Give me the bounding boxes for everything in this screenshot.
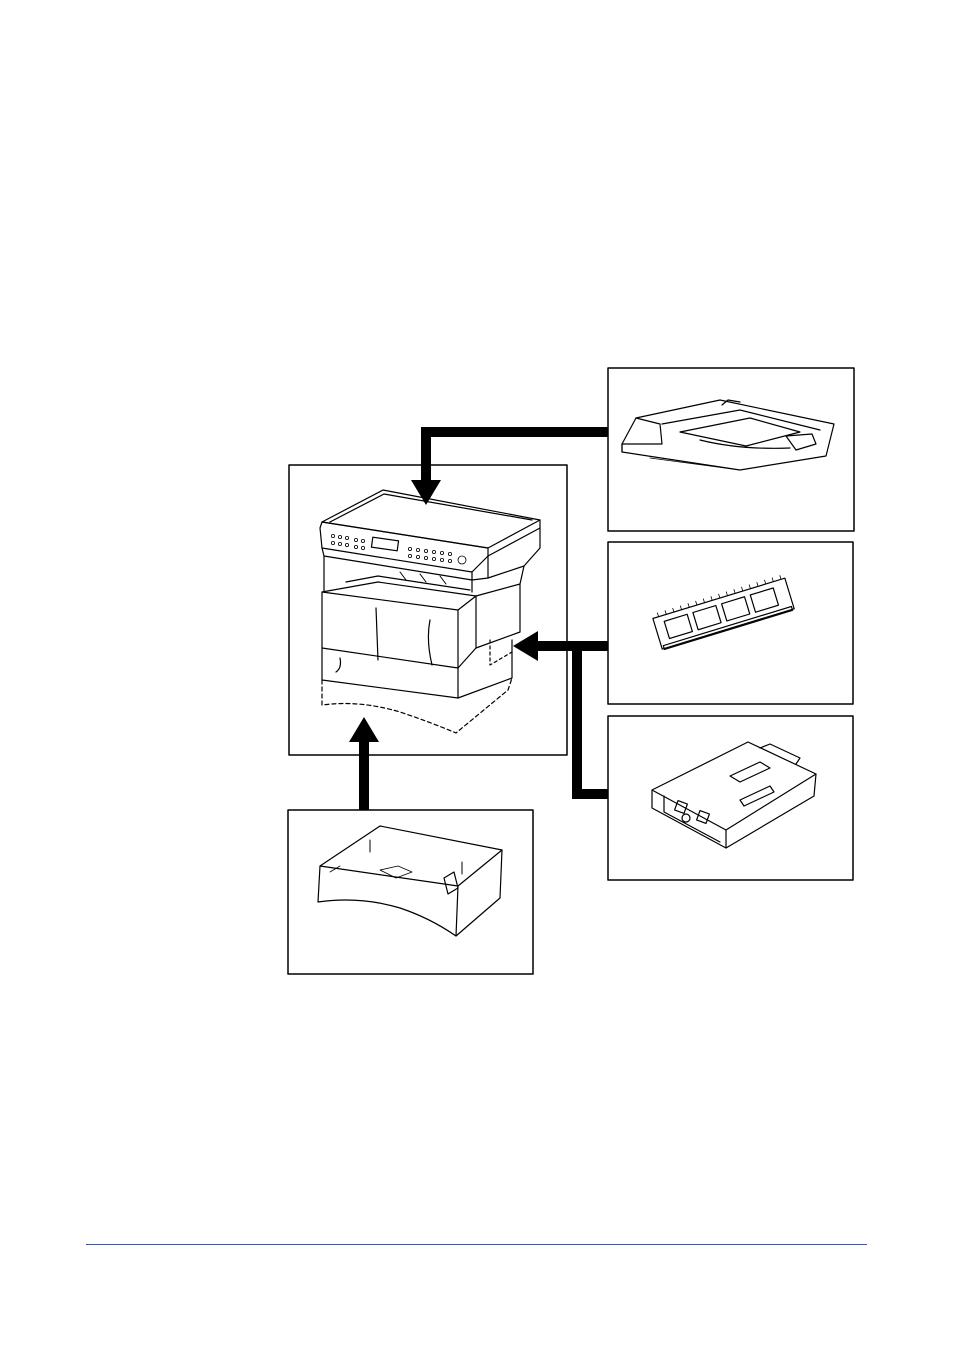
document-processor-icon [621,399,835,471]
arrow-paper-feeder [349,717,379,810]
paper-feeder-icon [317,825,503,937]
multifunction-copier-icon [319,489,541,734]
network-card-frame [607,715,854,881]
main-unit-frame [288,464,568,756]
arrow-document-processor [411,427,608,505]
document-processor-frame [607,367,855,532]
connector-arrows [349,427,608,810]
memory-module-frame [607,541,854,705]
arrow-network-card [572,646,608,799]
paper-feeder-frame [287,809,534,975]
network-interface-card-icon [651,741,817,849]
arrow-memory-module [513,631,608,661]
memory-dimm-icon [652,575,795,651]
footer-rule [86,1244,867,1245]
